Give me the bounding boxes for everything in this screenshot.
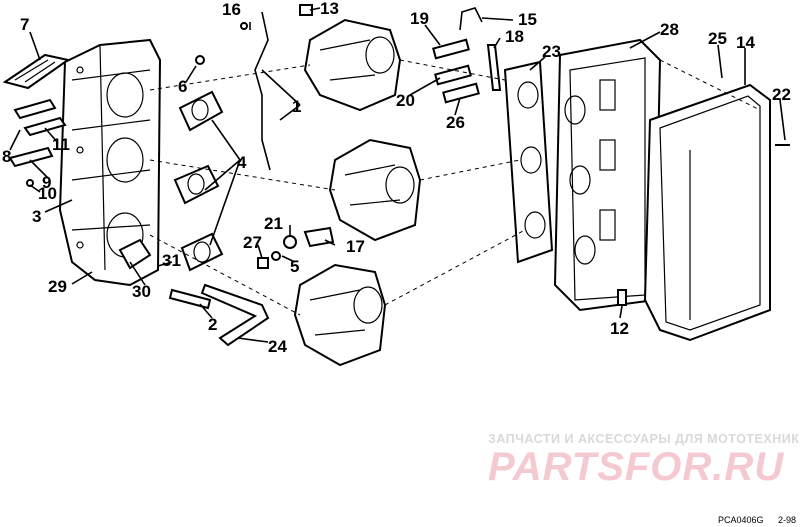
watermark-tagline: ЗАПЧАСТИ И АКСЕССУАРЫ ДЛЯ МОТОТЕХНИКИ [488,432,800,446]
alignment-lines [149,59,761,316]
callout-16: 16 [222,0,241,19]
throttle-link-part [240,11,271,171]
watermark-logo: PARTSFOR.RU [488,445,784,489]
callout-4: 4 [237,153,247,172]
callout-13: 13 [320,0,339,18]
callout-25: 25 [708,29,727,48]
leader-lines [9,7,786,343]
callout-22: 22 [772,85,791,104]
callout-28: 28 [660,20,679,39]
hose-parts [432,7,502,104]
callout-labels: 1 2 3 4 5 6 7 8 9 10 11 12 13 14 15 16 1… [2,0,791,356]
callout-3: 3 [32,207,41,226]
carburetor-lower-part [293,263,387,367]
callout-26: 26 [446,113,465,132]
callout-30: 30 [132,282,151,301]
callout-14: 14 [736,33,755,52]
callout-7: 7 [20,15,29,34]
carb-gasket-part [173,55,224,272]
silencer-base-part [553,38,662,312]
callout-19: 19 [410,9,429,28]
callout-18: 18 [505,27,524,46]
callout-29: 29 [48,277,67,296]
reed-valve-part [2,53,71,187]
drawing-code-id: PCA0406G [718,515,764,525]
callout-23: 23 [542,42,561,61]
callout-21: 21 [264,214,283,233]
callout-24: 24 [268,337,287,356]
callout-8: 8 [2,147,11,166]
callout-5: 5 [290,257,299,276]
callout-31: 31 [162,251,181,270]
silencer-cover-part [643,83,790,342]
callout-6: 6 [178,77,187,96]
carburetor-middle-part [328,138,422,242]
callout-11: 11 [52,135,70,154]
callout-2: 2 [208,315,217,334]
drawing-code: PCA0406G 2-98 [718,515,796,525]
watermark: ЗАПЧАСТИ И АКСЕССУАРЫ ДЛЯ МОТОТЕХНИКИ PA… [488,432,800,489]
intake-manifold-part [58,38,162,287]
callout-12: 12 [610,319,629,338]
bolt-and-hose-part [168,283,270,347]
callout-1: 1 [292,97,301,116]
silencer-gasket-part [503,60,554,264]
callout-20: 20 [396,91,415,110]
callout-15: 15 [518,10,537,29]
callout-9: 9 [42,173,51,192]
drawing-revision: 2-98 [778,515,796,525]
carburetor-upper-part [299,4,402,112]
callout-17: 17 [346,237,365,256]
callout-10: 10 [38,184,57,203]
callout-27: 27 [243,233,262,252]
